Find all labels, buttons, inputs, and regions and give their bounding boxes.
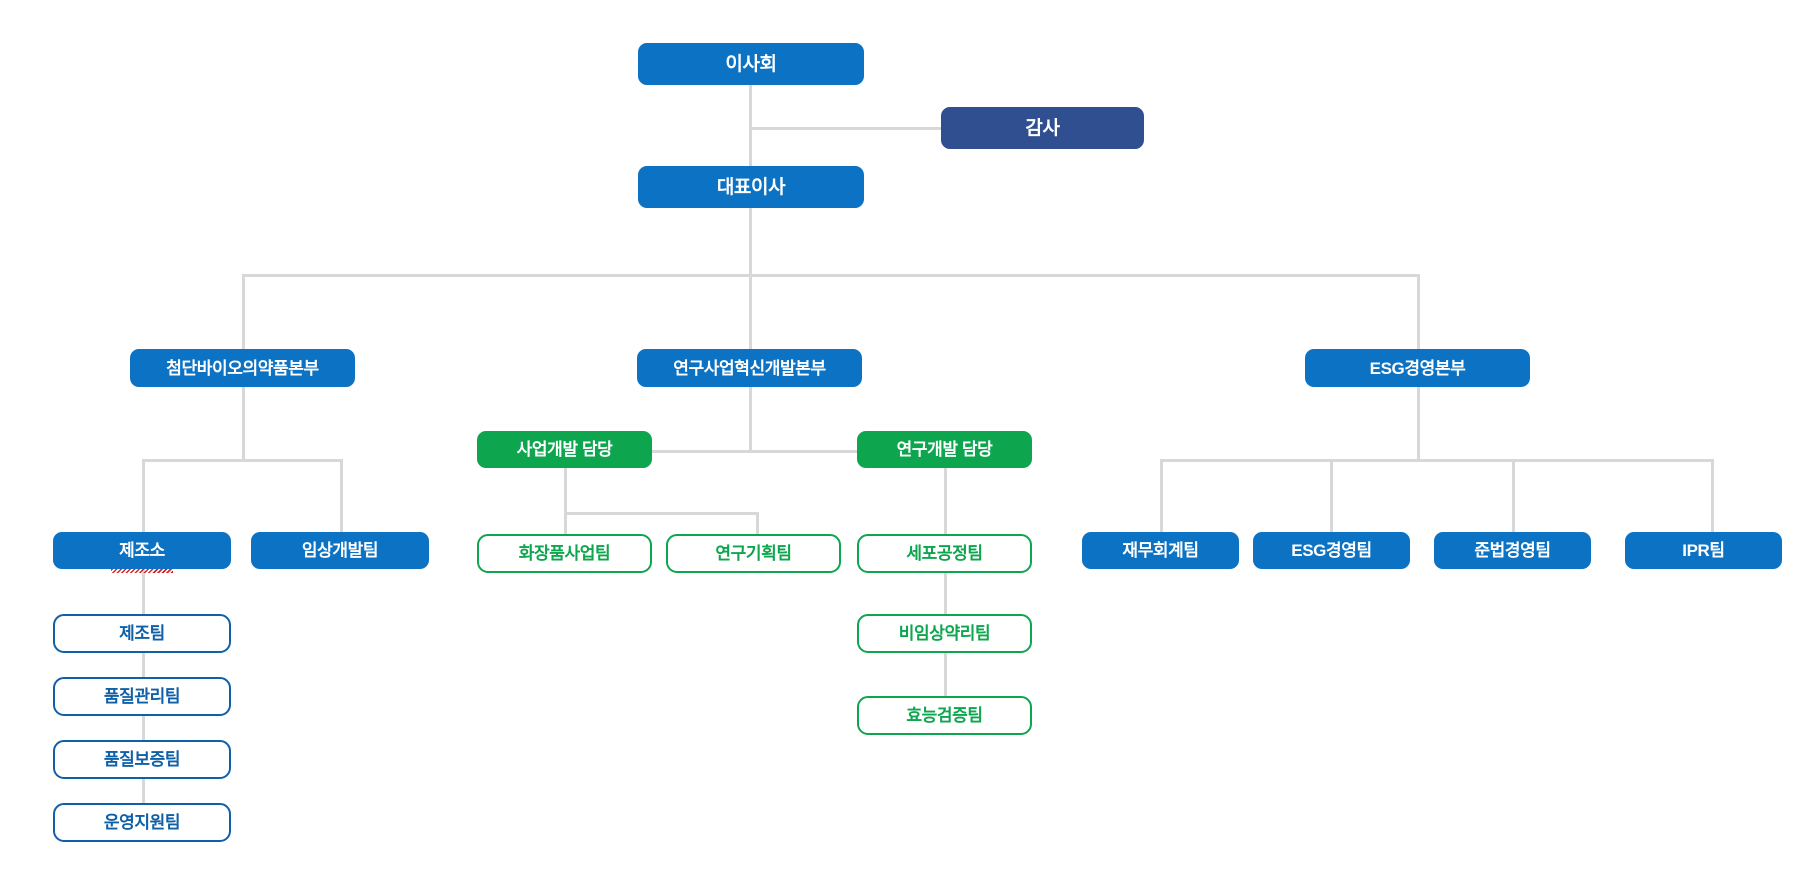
connector-division-rail bbox=[242, 274, 1420, 277]
connector-rnd-chain-1 bbox=[944, 568, 947, 614]
node-board-of-directors[interactable]: 이사회 bbox=[638, 43, 864, 85]
connector-drop-ipr bbox=[1711, 459, 1714, 532]
node-team-nonclinical-pharmacology[interactable]: 비임상약리팀 bbox=[857, 614, 1032, 653]
node-team-esg-management[interactable]: ESG경영팀 bbox=[1253, 532, 1410, 569]
connector-board-to-auditor bbox=[749, 127, 941, 130]
node-team-research-planning[interactable]: 연구기획팀 bbox=[666, 534, 841, 573]
node-division-advanced-bio[interactable]: 첨단바이오의약품본부 bbox=[130, 349, 355, 387]
node-team-quality-assurance[interactable]: 품질보증팀 bbox=[53, 740, 231, 779]
node-division-esg[interactable]: ESG경영본부 bbox=[1305, 349, 1530, 387]
connector-rnd-down bbox=[749, 385, 752, 452]
connector-drop-compliance bbox=[1512, 459, 1515, 532]
node-team-finance-accounting[interactable]: 재무회계팀 bbox=[1082, 532, 1239, 569]
node-charge-business-development[interactable]: 사업개발 담당 bbox=[477, 431, 652, 468]
node-team-cosmetics-business[interactable]: 화장품사업팀 bbox=[477, 534, 652, 573]
connector-bio-rail bbox=[142, 459, 342, 462]
connector-drop-manufacture bbox=[142, 459, 145, 532]
node-team-compliance-management[interactable]: 준법경영팀 bbox=[1434, 532, 1591, 569]
connector-bio-down bbox=[242, 385, 245, 461]
node-auditor[interactable]: 감사 bbox=[941, 107, 1144, 149]
connector-rnd-chain-2 bbox=[944, 650, 947, 696]
connector-drop-planning bbox=[756, 512, 759, 534]
connector-esg-down bbox=[1417, 385, 1420, 461]
connector-drop-esgteam bbox=[1330, 459, 1333, 532]
node-manufacturing-site[interactable]: 제조소 bbox=[53, 532, 231, 569]
node-team-quality-control[interactable]: 품질관리팀 bbox=[53, 677, 231, 716]
connector-drop-clinical bbox=[340, 459, 343, 532]
connector-esg-rail bbox=[1160, 459, 1713, 462]
connector-drop-cosmetic bbox=[564, 512, 567, 534]
connector-drop-bio bbox=[242, 274, 245, 349]
node-charge-rnd[interactable]: 연구개발 담당 bbox=[857, 431, 1032, 468]
node-ceo[interactable]: 대표이사 bbox=[638, 166, 864, 208]
node-team-operations-support[interactable]: 운영지원팀 bbox=[53, 803, 231, 842]
node-team-manufacturing[interactable]: 제조팀 bbox=[53, 614, 231, 653]
connector-drop-esg bbox=[1417, 274, 1420, 349]
connector-ceo-down bbox=[749, 206, 752, 275]
node-division-rnd-innovation[interactable]: 연구사업혁신개발본부 bbox=[637, 349, 862, 387]
connector-bizdev-rail bbox=[564, 512, 758, 515]
node-clinical-development-team[interactable]: 임상개발팀 bbox=[251, 532, 429, 569]
node-team-ipr[interactable]: IPR팀 bbox=[1625, 532, 1782, 569]
node-team-cell-process[interactable]: 세포공정팀 bbox=[857, 534, 1032, 573]
connector-bizdev-down bbox=[564, 466, 567, 514]
node-team-efficacy-verification[interactable]: 효능검증팀 bbox=[857, 696, 1032, 735]
connector-drop-rnd bbox=[749, 274, 752, 349]
connector-drop-finance bbox=[1160, 459, 1163, 532]
connector-rnd-charge-chain bbox=[944, 466, 947, 534]
connector-charge-rail bbox=[564, 450, 944, 453]
